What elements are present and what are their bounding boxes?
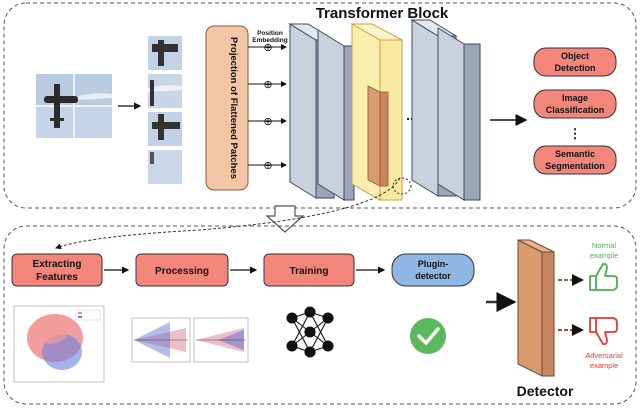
plus-symbol: ⊕ [263, 42, 272, 54]
task-ellipsis: ⋮ [569, 126, 582, 141]
step-processing: Processing [135, 253, 229, 287]
task-label: Semantic [555, 149, 595, 159]
step-label: Training [290, 266, 329, 277]
transformer-title: Transformer Block [316, 5, 449, 22]
check-icon [410, 318, 446, 354]
normal-label: Normal [592, 241, 617, 250]
thumbs-up-icon [589, 262, 618, 291]
task-object-detection: Object Detection [533, 47, 617, 77]
transformer-layers: ... [288, 19, 481, 201]
patch [148, 74, 182, 108]
task-semantic-segmentation: Semantic Segmentation [533, 145, 617, 175]
embedding-arrows: ⊕ ⊕ ⊕ ⊕ [248, 42, 287, 172]
step-label: Plugin- [418, 259, 449, 269]
extract-link [55, 177, 401, 250]
input-image [36, 74, 112, 138]
plus-symbol: ⊕ [263, 160, 272, 172]
detector-panel [3, 225, 637, 405]
step-plugin-detector: Plugin- detector [391, 253, 475, 287]
image-patches [148, 36, 182, 184]
down-arrow [265, 205, 305, 233]
feature-scatter-thumbnail [13, 305, 105, 383]
projection-box [205, 25, 249, 191]
highlighted-layer [350, 23, 403, 201]
normal-label: example [590, 251, 618, 260]
step-training: Training [263, 253, 355, 287]
adversarial-label: Adversarial [585, 351, 623, 360]
position-label: Position [257, 30, 283, 37]
embedding-label: Embedding [252, 37, 287, 44]
detector-title: Detector [517, 383, 574, 399]
task-label: Segmentation [545, 161, 605, 171]
projection-label: Projection of Flattened Patches [228, 37, 239, 179]
layer-slab [317, 29, 355, 201]
neural-network-icon [286, 306, 334, 358]
processing-plots-thumbnail [131, 317, 249, 363]
task-image-classification: Image Classification [533, 89, 617, 119]
plus-symbol: ⊕ [263, 116, 272, 128]
task-label: Detection [554, 63, 595, 73]
step-label: Features [36, 272, 78, 283]
thumbs-down-icon [589, 317, 618, 346]
task-label: Image [562, 93, 588, 103]
patch [148, 36, 182, 70]
step-extracting-features: Extracting Features [11, 253, 103, 287]
transformer-panel [3, 2, 637, 209]
step-label: Extracting [33, 259, 82, 270]
plus-symbol: ⊕ [263, 79, 272, 91]
task-label: Classification [546, 105, 605, 115]
detector-slab [517, 239, 555, 377]
step-label: detector [415, 271, 451, 281]
patch [148, 150, 182, 184]
adversarial-label: example [590, 361, 618, 370]
step-label: Processing [155, 266, 209, 277]
patch [148, 112, 182, 146]
task-label: Object [561, 51, 589, 61]
extract-marker [392, 177, 412, 195]
layer-slab [437, 27, 481, 201]
